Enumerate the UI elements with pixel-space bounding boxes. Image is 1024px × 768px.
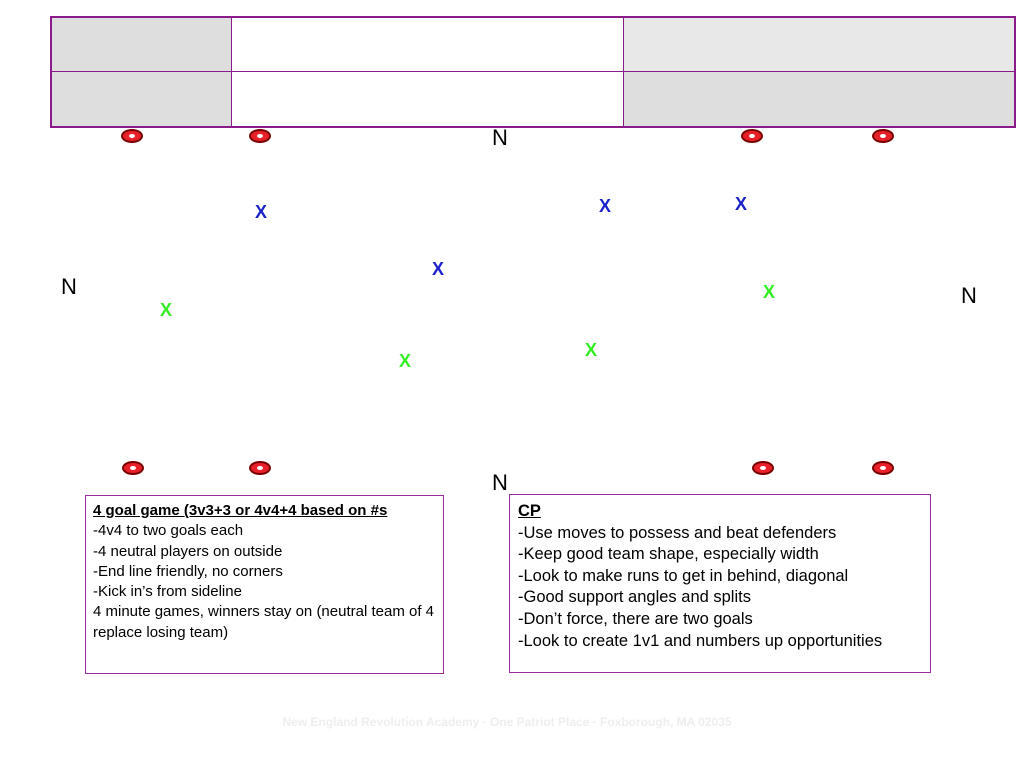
game-description-heading: 4 goal game (3v3+3 or 4v4+4 based on #s: [93, 502, 388, 519]
game-description-box: 4 goal game (3v3+3 or 4v4+4 based on #s …: [85, 495, 444, 674]
game-description-line: -End line friendly, no corners: [93, 562, 283, 580]
team-b-player: X: [763, 282, 776, 302]
game-description-line: -4 neutral players on outside: [93, 542, 283, 560]
header-cell-r2c1: [52, 72, 232, 126]
neutral-player-left: N: [61, 274, 77, 299]
team-a-player: X: [432, 259, 445, 279]
coaching-point-line: -Don’t force, there are two goals: [518, 609, 753, 628]
header-cell-r1c3: [624, 18, 1014, 72]
team-b-player: X: [399, 351, 412, 371]
coaching-point-line: -Good support angles and splits: [518, 588, 751, 607]
goal-cone-top-2: [249, 129, 271, 143]
goal-cone-top-1: [121, 129, 143, 143]
header-table: [50, 16, 1016, 128]
coaching-points-box: CP -Use moves to possess and beat defend…: [509, 494, 931, 673]
goal-cone-top-4: [872, 129, 894, 143]
team-a-player: X: [599, 196, 612, 216]
game-description-line: 4 minute games, winners stay on (neutral…: [93, 603, 435, 641]
team-a-player: X: [255, 202, 268, 222]
team-a-player: X: [735, 194, 748, 214]
footer-address: New England Revolution Academy · One Pat…: [282, 715, 732, 729]
goal-cone-bottom-4: [872, 461, 894, 475]
team-b-player: X: [585, 340, 598, 360]
coaching-point-line: -Look to create 1v1 and numbers up oppor…: [518, 631, 883, 650]
team-b-player: X: [160, 300, 173, 320]
header-cell-r2c2: [232, 72, 624, 126]
neutral-player-bottom: N: [492, 470, 508, 495]
header-cell-r1c1: [52, 18, 232, 72]
goal-cone-bottom-1: [122, 461, 144, 475]
coaching-point-line: -Look to make runs to get in behind, dia…: [518, 566, 849, 585]
header-cell-r1c2: [232, 18, 624, 72]
coaching-points-heading: CP: [518, 502, 541, 520]
goal-cone-bottom-2: [249, 461, 271, 475]
goal-cone-top-3: [741, 129, 763, 143]
coaching-point-line: -Use moves to possess and beat defenders: [518, 523, 837, 542]
game-description-line: -Kick in’s from sideline: [93, 583, 242, 601]
header-cell-r2c3: [624, 72, 1014, 126]
coaching-point-line: -Keep good team shape, especially width: [518, 545, 819, 564]
game-description-line: -4v4 to two goals each: [93, 522, 244, 540]
neutral-player-top: N: [492, 125, 508, 150]
neutral-player-right: N: [961, 283, 977, 308]
goal-cone-bottom-3: [752, 461, 774, 475]
